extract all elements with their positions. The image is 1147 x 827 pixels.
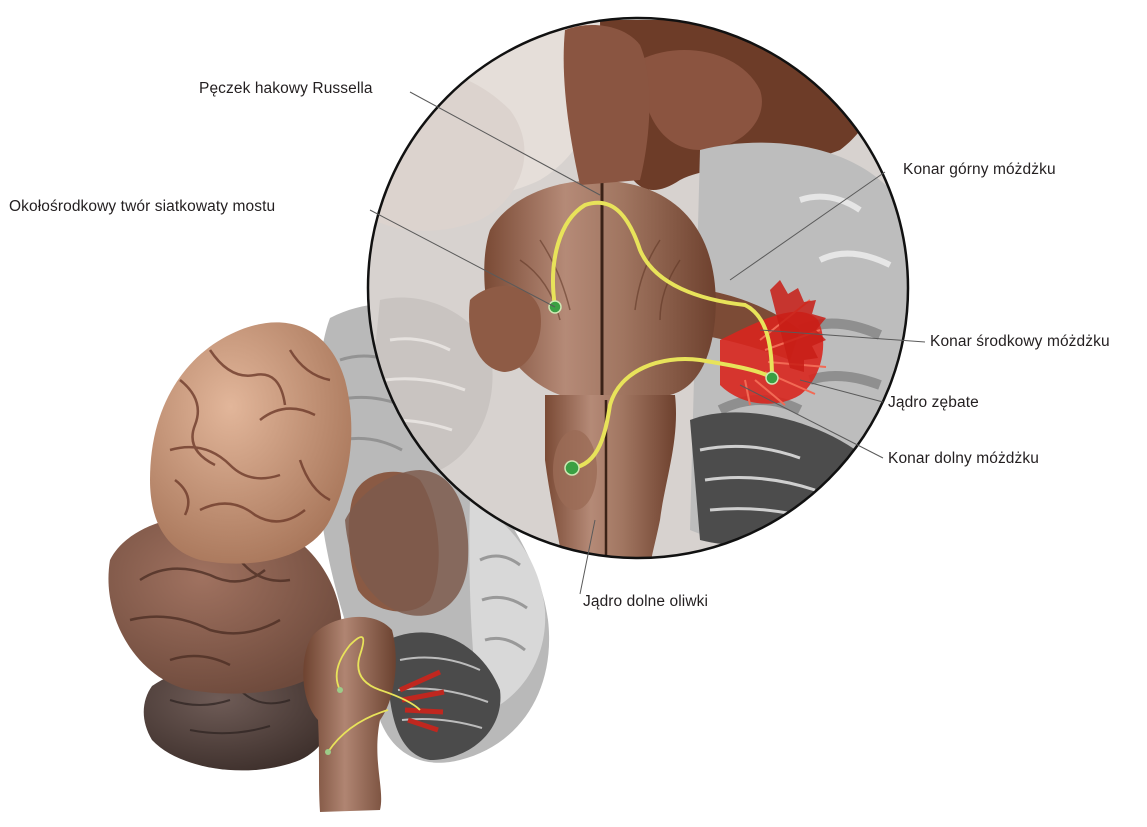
label-middle-peduncle: Konar środkowy móżdżku — [930, 333, 1110, 351]
label-superior-peduncle: Konar górny móżdżku — [903, 161, 1056, 179]
label-inferior-olive: Jądro dolne oliwki — [583, 593, 708, 611]
label-russell-bundle: Pęczek hakowy Russella — [199, 80, 373, 98]
label-inferior-peduncle: Konar dolny móżdżku — [888, 450, 1039, 468]
olive-nucleus-marker — [565, 461, 579, 475]
label-dentate-nucleus: Jądro zębate — [888, 394, 979, 412]
label-pontine-reticular: Okołośrodkowy twór siatkowaty mostu — [9, 198, 275, 216]
dentate-nucleus-marker — [766, 372, 778, 384]
